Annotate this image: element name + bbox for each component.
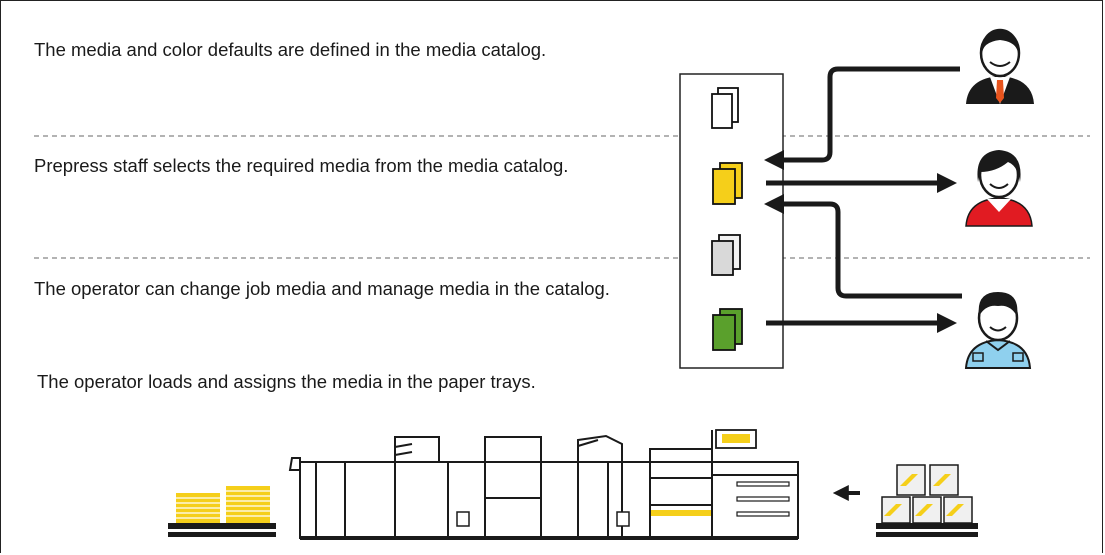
yellow-paper-icon — [712, 162, 743, 205]
printed-output-stacks — [168, 486, 276, 537]
arrow-manager-to-catalog — [764, 66, 960, 170]
printer-icon — [288, 429, 799, 539]
gray-paper-icon — [711, 234, 741, 276]
caption-prepress-selects: Prepress staff selects the required medi… — [34, 155, 569, 176]
prepress-staff-icon — [965, 150, 1033, 227]
arrow-operator-to-catalog — [764, 194, 962, 299]
caption-operator-loads: The operator loads and assigns the media… — [37, 371, 536, 392]
paper-boxes-stack — [876, 464, 978, 537]
caption-operator-manages: The operator can change job media and ma… — [34, 278, 610, 299]
manager-icon — [966, 28, 1034, 104]
printer-base — [300, 536, 798, 540]
caption-media-catalog-defined: The media and color defaults are defined… — [34, 39, 547, 60]
white-paper-icon — [711, 87, 739, 129]
green-paper-icon — [712, 308, 743, 351]
operator-icon — [964, 292, 1032, 369]
